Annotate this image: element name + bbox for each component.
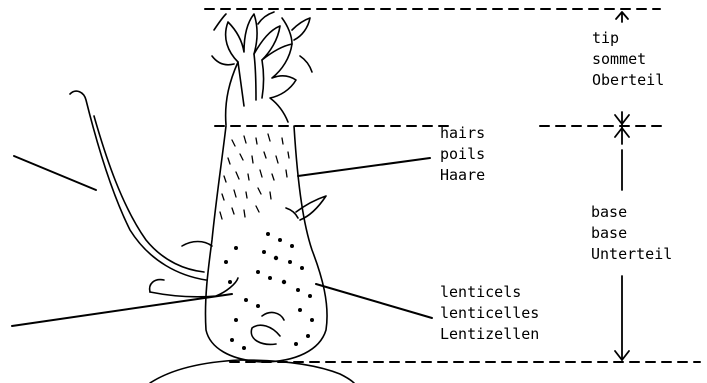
label-tip-de: Oberteil (592, 70, 664, 91)
side-branch (70, 91, 238, 297)
label-tip-en: tip (592, 28, 664, 49)
label-tip-fr: sommet (592, 49, 664, 70)
leader-line-hairs (298, 158, 430, 176)
label-hairs: hairs poils Haare (440, 123, 485, 186)
label-base-fr: base (591, 223, 672, 244)
label-hairs-de: Haare (440, 165, 485, 186)
tip-leaves (212, 12, 312, 125)
leader-line-left-upper (14, 156, 96, 190)
leader-line-left-lower (12, 294, 232, 326)
ground-curve (150, 360, 354, 383)
label-lenticels-fr: lenticelles (440, 303, 539, 324)
label-lenticels-de: Lentizellen (440, 324, 539, 345)
label-hairs-en: hairs (440, 123, 485, 144)
label-base: base base Unterteil (591, 202, 672, 265)
leader-lines (12, 156, 432, 326)
label-base-de: Unterteil (591, 244, 672, 265)
hair-marks (220, 134, 289, 219)
label-lenticels-en: lenticels (440, 282, 539, 303)
label-base-en: base (591, 202, 672, 223)
label-tip: tip sommet Oberteil (592, 28, 664, 91)
leader-line-lenticels (316, 284, 432, 318)
lenticel-dots (224, 232, 314, 350)
stem-body (205, 126, 327, 362)
label-lenticels: lenticels lenticelles Lentizellen (440, 282, 539, 345)
label-hairs-fr: poils (440, 144, 485, 165)
